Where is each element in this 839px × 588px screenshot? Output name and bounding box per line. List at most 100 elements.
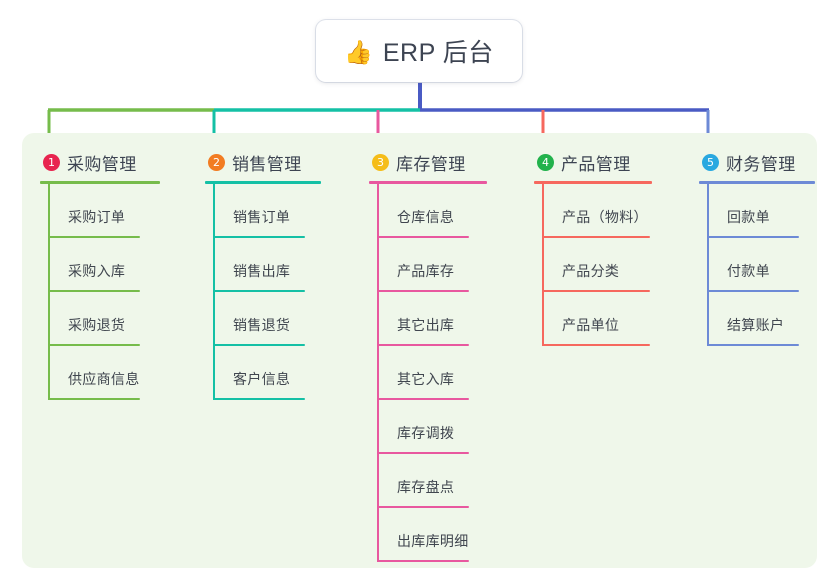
list-item-label: 产品分类 — [562, 263, 620, 279]
list-item-label: 产品库存 — [397, 263, 455, 279]
root-title: ERP 后台 — [382, 39, 494, 67]
list-item[interactable]: 销售出库 — [205, 238, 321, 292]
list-item-rule — [707, 290, 799, 292]
list-item-rule — [707, 344, 799, 346]
column-title: 产品管理 — [561, 154, 631, 174]
column-number-badge: 4 — [537, 153, 554, 171]
column-header[interactable]: 4 产品管理 — [534, 147, 652, 177]
list-item-label: 仓库信息 — [397, 209, 455, 225]
list-item[interactable]: 产品（物料） — [534, 184, 652, 238]
list-item[interactable]: 产品单位 — [534, 292, 652, 346]
column-items: 销售订单销售出库销售退货客户信息 — [205, 184, 321, 400]
list-item[interactable]: 产品分类 — [534, 238, 652, 292]
list-item-rule — [48, 344, 140, 346]
column-header-rule — [205, 181, 321, 184]
column-spine — [377, 184, 379, 562]
list-item[interactable]: 库存调拨 — [369, 400, 487, 454]
list-item[interactable]: 采购订单 — [40, 184, 160, 238]
column-items: 仓库信息产品库存其它出库其它入库库存调拨库存盘点出库库明细 — [369, 184, 487, 562]
list-item-rule — [542, 344, 650, 346]
list-item-rule — [377, 452, 469, 454]
column-title: 销售管理 — [232, 154, 302, 174]
column-header-rule — [40, 181, 160, 184]
column-number-badge: 3 — [372, 153, 389, 171]
list-item-label: 销售出库 — [233, 263, 291, 279]
list-item-rule — [377, 344, 469, 346]
list-item-label: 库存盘点 — [397, 479, 455, 495]
list-item[interactable]: 销售退货 — [205, 292, 321, 346]
list-item[interactable]: 回款单 — [699, 184, 815, 238]
list-item-label: 结算账户 — [727, 317, 785, 333]
column-spine — [48, 184, 50, 400]
column-3: 3 库存管理仓库信息产品库存其它出库其它入库库存调拨库存盘点出库库明细 — [369, 147, 487, 562]
list-item-rule — [377, 290, 469, 292]
column-items: 产品（物料） 产品分类产品单位 — [534, 184, 652, 346]
list-item-rule — [377, 506, 469, 508]
column-title: 财务管理 — [726, 154, 796, 174]
list-item-rule — [377, 236, 469, 238]
column-header-rule — [369, 181, 487, 184]
list-item[interactable]: 销售订单 — [205, 184, 321, 238]
column-number-badge: 2 — [208, 153, 225, 171]
list-item-rule — [213, 344, 305, 346]
list-item-label: 供应商信息 — [68, 371, 140, 387]
column-title: 库存管理 — [396, 154, 466, 174]
thumbs-up-icon: 👍 — [344, 38, 373, 65]
column-header-rule — [699, 181, 815, 184]
list-item-rule — [542, 236, 650, 238]
list-item[interactable]: 供应商信息 — [40, 346, 160, 400]
column-2: 2 销售管理销售订单销售出库销售退货客户信息 — [205, 147, 321, 400]
list-item[interactable]: 采购退货 — [40, 292, 160, 346]
column-items: 回款单付款单结算账户 — [699, 184, 815, 346]
column-spine — [213, 184, 215, 400]
list-item-rule — [377, 398, 469, 400]
column-header[interactable]: 5 财务管理 — [699, 147, 815, 177]
list-item[interactable]: 客户信息 — [205, 346, 321, 400]
column-spine — [542, 184, 544, 346]
list-item-label: 销售退货 — [233, 317, 291, 333]
list-item-label: 采购退货 — [68, 317, 126, 333]
list-item-label: 出库库明细 — [397, 533, 469, 549]
list-item-rule — [213, 236, 305, 238]
column-header[interactable]: 3 库存管理 — [369, 147, 487, 177]
list-item-rule — [48, 398, 140, 400]
list-item-label: 产品单位 — [562, 317, 620, 333]
list-item-label: 付款单 — [727, 263, 770, 279]
list-item-label: 客户信息 — [233, 371, 291, 387]
column-5: 5 财务管理回款单付款单结算账户 — [699, 147, 815, 346]
list-item-label: 采购订单 — [68, 209, 126, 225]
list-item-rule — [213, 290, 305, 292]
list-item[interactable]: 采购入库 — [40, 238, 160, 292]
list-item[interactable]: 库存盘点 — [369, 454, 487, 508]
list-item-label: 其它出库 — [397, 317, 455, 333]
list-item-rule — [213, 398, 305, 400]
column-4: 4 产品管理产品（物料） 产品分类产品单位 — [534, 147, 652, 346]
list-item-label: 产品（物料） — [562, 209, 648, 225]
list-item[interactable]: 其它入库 — [369, 346, 487, 400]
column-spine — [707, 184, 709, 346]
list-item-label: 采购入库 — [68, 263, 126, 279]
list-item[interactable]: 付款单 — [699, 238, 815, 292]
column-number-badge: 5 — [702, 153, 719, 171]
column-header[interactable]: 2 销售管理 — [205, 147, 321, 177]
list-item-label: 其它入库 — [397, 371, 455, 387]
list-item-rule — [48, 290, 140, 292]
list-item[interactable]: 出库库明细 — [369, 508, 487, 562]
root-node[interactable]: 👍 ERP 后台 — [316, 20, 522, 82]
list-item[interactable]: 其它出库 — [369, 292, 487, 346]
list-item-rule — [377, 560, 469, 562]
column-header-rule — [534, 181, 652, 184]
list-item[interactable]: 仓库信息 — [369, 184, 487, 238]
list-item[interactable]: 结算账户 — [699, 292, 815, 346]
list-item-label: 回款单 — [727, 209, 770, 225]
list-item-label: 库存调拨 — [397, 425, 455, 441]
list-item-label: 销售订单 — [233, 209, 291, 225]
column-items: 采购订单采购入库采购退货供应商信息 — [40, 184, 160, 400]
list-item-rule — [48, 236, 140, 238]
list-item[interactable]: 产品库存 — [369, 238, 487, 292]
column-title: 采购管理 — [67, 154, 137, 174]
list-item-rule — [542, 290, 650, 292]
